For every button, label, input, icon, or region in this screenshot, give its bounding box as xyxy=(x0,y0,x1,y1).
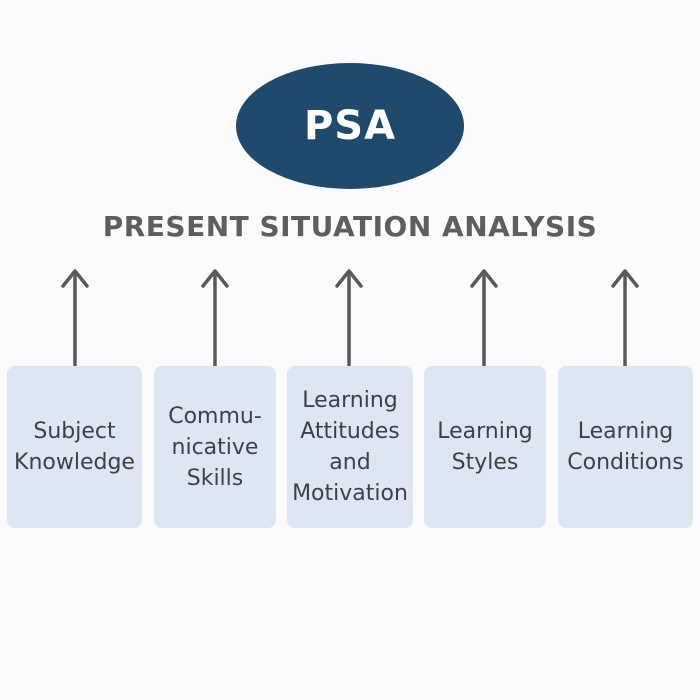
psa-oval: PSA xyxy=(236,63,464,189)
box-subject-knowledge: Subject Knowledge xyxy=(7,366,142,528)
box-label: Subject Knowledge xyxy=(14,419,135,475)
diagram-subtitle: PRESENT SITUATION ANALYSIS xyxy=(102,210,598,243)
box-label: Learning Conditions xyxy=(567,419,684,475)
arrow-learning-styles xyxy=(470,269,498,368)
arrow-communicative-skills xyxy=(201,269,229,368)
box-label: Learning Attitudes and Motivation xyxy=(292,388,408,506)
arrow-learning-attitudes xyxy=(335,269,363,368)
box-label: Commu- nicative Skills xyxy=(168,403,262,491)
box-label: Learning Styles xyxy=(437,419,533,475)
arrow-subject-knowledge xyxy=(61,269,89,368)
box-communicative-skills: Commu- nicative Skills xyxy=(154,366,276,528)
box-learning-attitudes-motivation: Learning Attitudes and Motivation xyxy=(287,366,413,528)
box-learning-styles: Learning Styles xyxy=(424,366,546,528)
arrow-learning-conditions xyxy=(611,269,639,368)
box-learning-conditions: Learning Conditions xyxy=(558,366,693,528)
psa-label: PSA xyxy=(303,103,397,149)
